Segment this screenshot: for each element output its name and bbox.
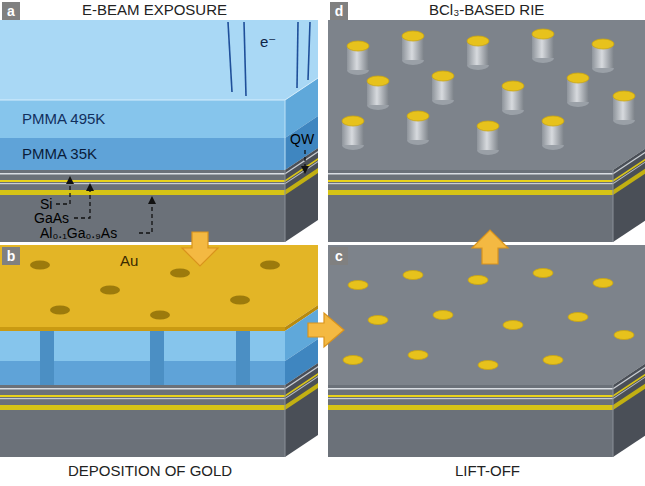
panel-badge: b: [2, 247, 20, 265]
panel-letter: d: [335, 3, 344, 19]
electron-label: e⁻: [260, 34, 276, 51]
panel-letter: a: [7, 3, 15, 19]
step-title: DEPOSITION OF GOLD: [68, 463, 232, 480]
step-title: BCl₃-BASED RIE: [429, 2, 544, 19]
step-title: E-BEAM EXPOSURE: [82, 2, 227, 19]
panel-badge: c: [330, 247, 348, 265]
layer-label: QW: [290, 132, 314, 147]
panel-badge: a: [2, 2, 20, 20]
material-label: Au: [120, 253, 138, 270]
layer-label: Al₀.₁Ga₀.₉As: [40, 226, 117, 241]
panel-letter: c: [335, 248, 343, 264]
panel-letter: b: [7, 248, 16, 264]
layer-label: PMMA 495K: [22, 111, 105, 128]
step-title: LIFT-OFF: [455, 463, 520, 480]
layer-label: GaAs: [34, 211, 69, 226]
layer-label: PMMA 35K: [22, 146, 97, 163]
panel-badge: d: [330, 2, 348, 20]
